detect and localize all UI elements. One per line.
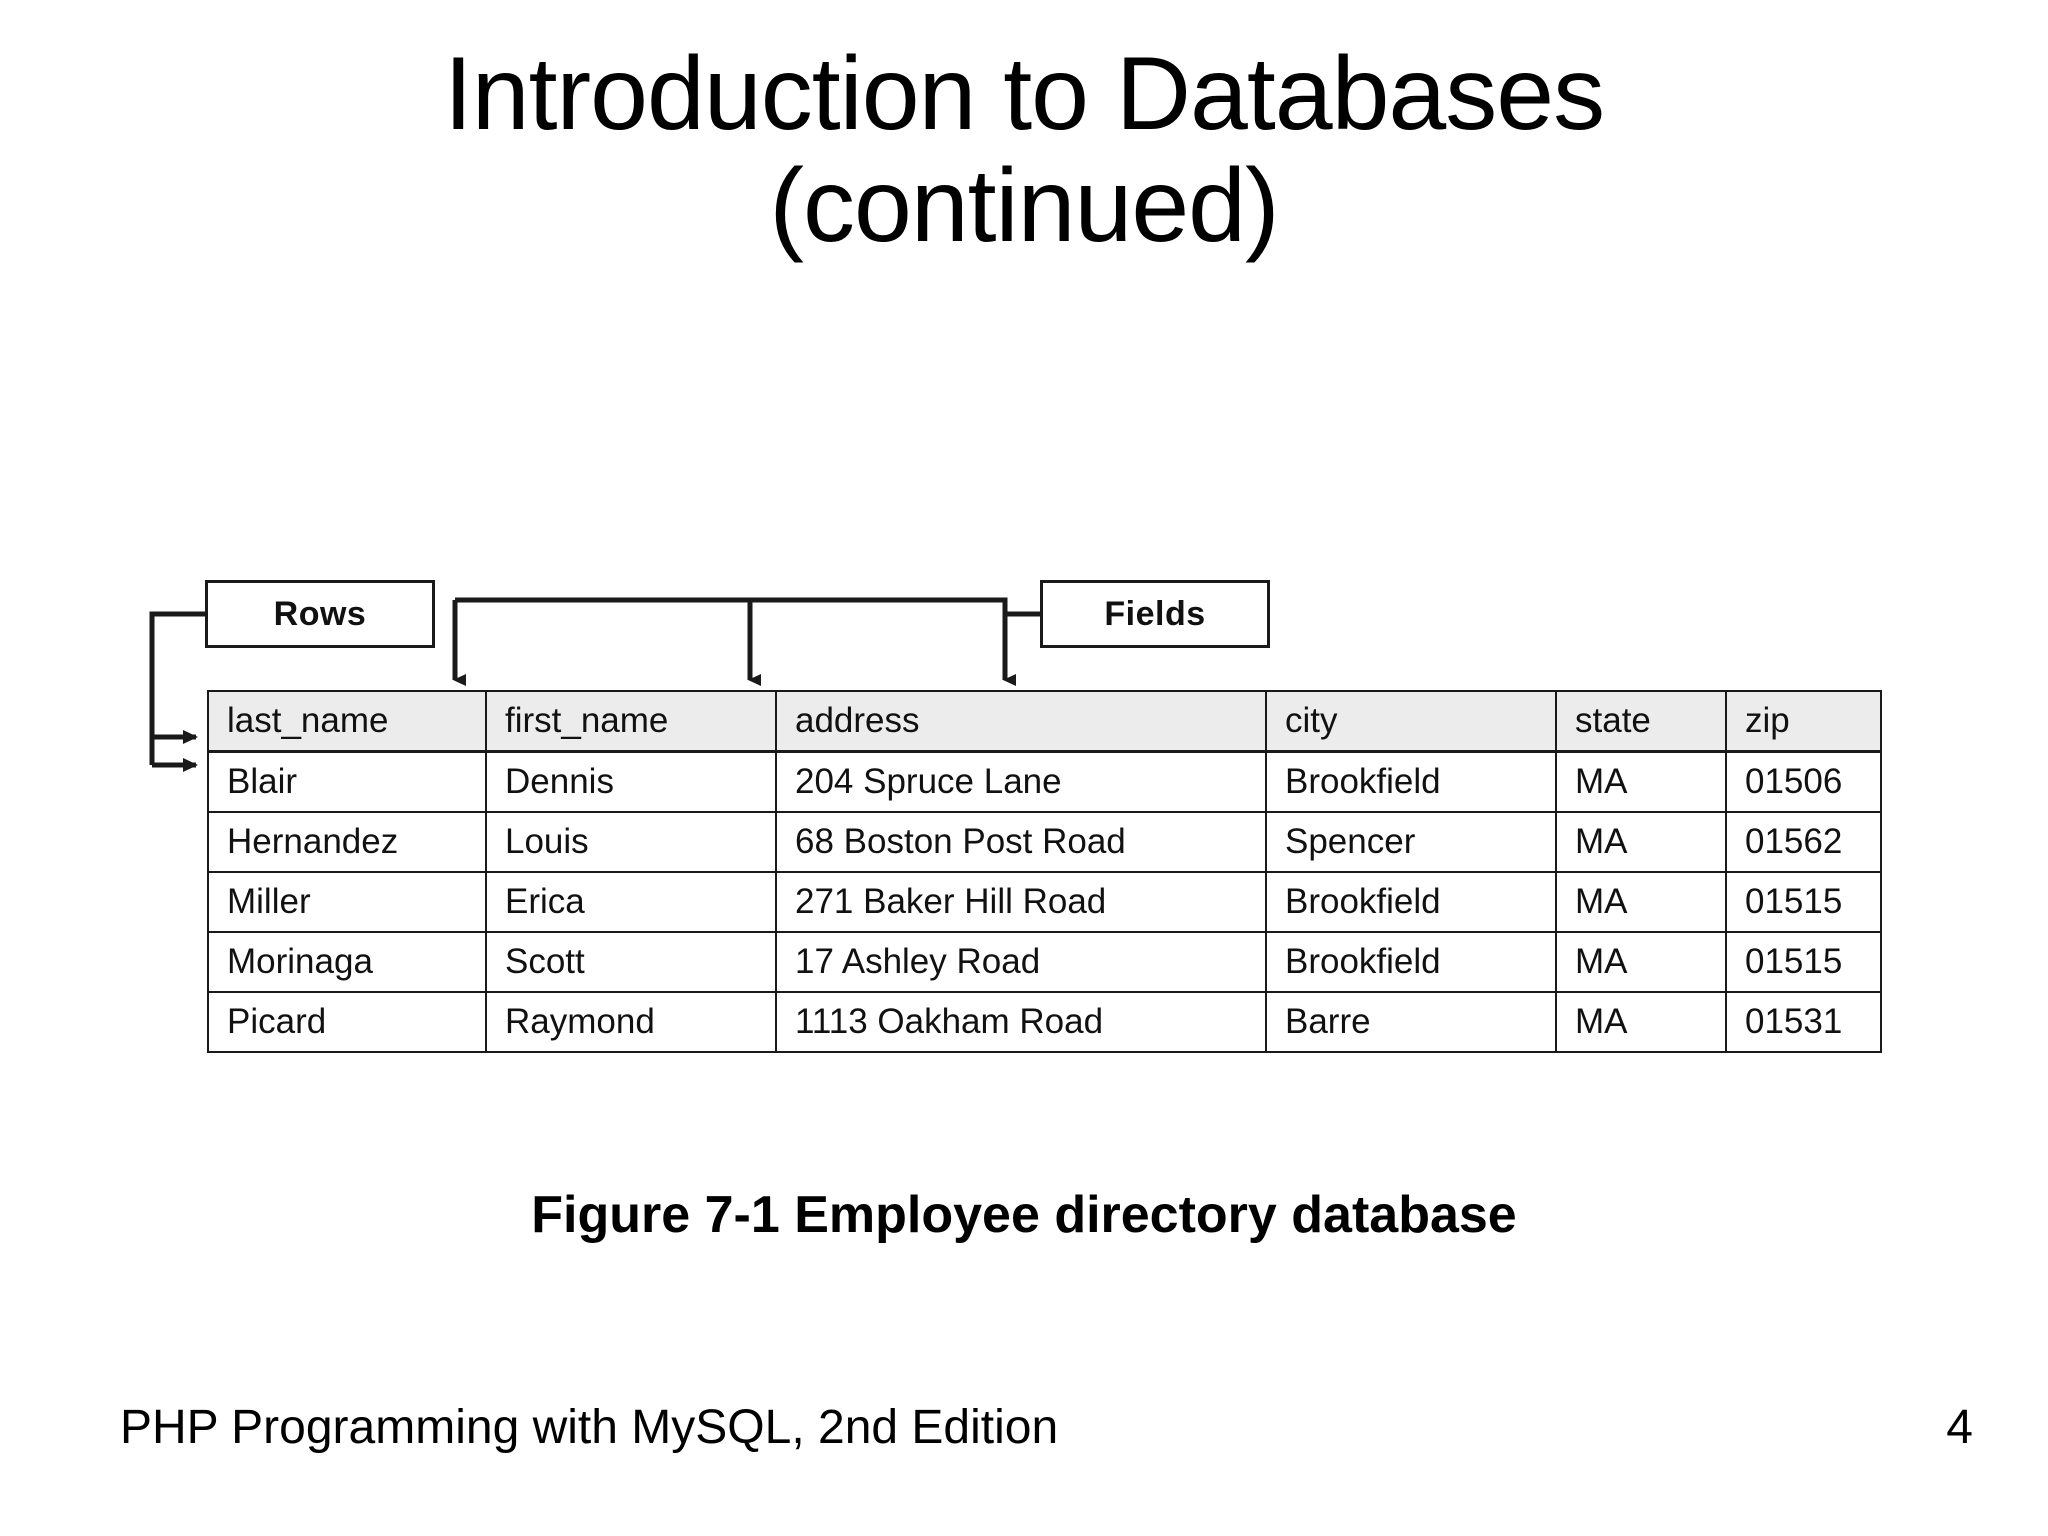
cell-address: 68 Boston Post Road [775, 811, 1267, 873]
cell-first-name: Erica [485, 871, 777, 933]
cell-zip: 01506 [1725, 750, 1882, 813]
cell-state: MA [1555, 750, 1727, 813]
cell-last-name: Morinaga [207, 931, 487, 993]
cell-city: Brookfield [1265, 750, 1557, 813]
figure-employee-directory: Rows Fields last_name first_name address… [0, 560, 2048, 1100]
cell-state: MA [1555, 811, 1727, 873]
column-header-first-name: first_name [485, 690, 777, 753]
figure-caption: Figure 7-1 Employee directory database [531, 1186, 1517, 1244]
cell-zip: 01562 [1725, 811, 1882, 873]
cell-first-name: Raymond [485, 991, 777, 1053]
cell-first-name: Scott [485, 931, 777, 993]
table-row: Morinaga Scott 17 Ashley Road Brookfield… [207, 931, 1882, 993]
cell-zip: 01515 [1725, 871, 1882, 933]
table-header: last_name first_name address city state … [207, 690, 1882, 753]
callout-fields-label: Fields [1104, 594, 1206, 633]
cell-address: 271 Baker Hill Road [775, 871, 1267, 933]
footer-book-title: PHP Programming with MySQL, 2nd Edition [120, 1401, 1059, 1454]
table-row: Hernandez Louis 68 Boston Post Road Spen… [207, 811, 1882, 873]
callout-fields-box: Fields [1040, 580, 1270, 648]
cell-last-name: Blair [207, 750, 487, 813]
cell-address: 204 Spruce Lane [775, 750, 1267, 813]
table-row: Miller Erica 271 Baker Hill Road Brookfi… [207, 871, 1882, 933]
rows-connector [149, 611, 205, 772]
page-title: Introduction to Databases (continued) [443, 36, 1605, 265]
cell-state: MA [1555, 991, 1727, 1053]
cell-address: 1113 Oakham Road [775, 991, 1267, 1053]
employee-directory-table: last_name first_name address city state … [207, 690, 1882, 1053]
cell-city: Brookfield [1265, 871, 1557, 933]
table-row: Blair Dennis 204 Spruce Lane Brookfield … [207, 750, 1882, 813]
fields-connector [452, 597, 1040, 686]
cell-last-name: Picard [207, 991, 487, 1053]
cell-first-name: Louis [485, 811, 777, 873]
column-header-state: state [1555, 690, 1727, 753]
callout-rows-label: Rows [273, 594, 367, 633]
column-header-address: address [775, 690, 1267, 753]
column-header-zip: zip [1725, 690, 1882, 753]
cell-city: Brookfield [1265, 931, 1557, 993]
table-header-row: last_name first_name address city state … [207, 690, 1882, 753]
cell-city: Spencer [1265, 811, 1557, 873]
callout-rows-box: Rows [205, 580, 435, 648]
cell-address: 17 Ashley Road [775, 931, 1267, 993]
cell-state: MA [1555, 871, 1727, 933]
cell-city: Barre [1265, 991, 1557, 1053]
table-row: Picard Raymond 1113 Oakham Road Barre MA… [207, 991, 1882, 1053]
table-body: Blair Dennis 204 Spruce Lane Brookfield … [207, 750, 1882, 1053]
cell-zip: 01515 [1725, 931, 1882, 993]
cell-last-name: Miller [207, 871, 487, 933]
column-header-city: city [1265, 690, 1557, 753]
cell-zip: 01531 [1725, 991, 1882, 1053]
cell-last-name: Hernandez [207, 811, 487, 873]
column-header-last-name: last_name [207, 690, 487, 753]
footer-page-number: 4 [1946, 1401, 1973, 1454]
cell-first-name: Dennis [485, 750, 777, 813]
cell-state: MA [1555, 931, 1727, 993]
